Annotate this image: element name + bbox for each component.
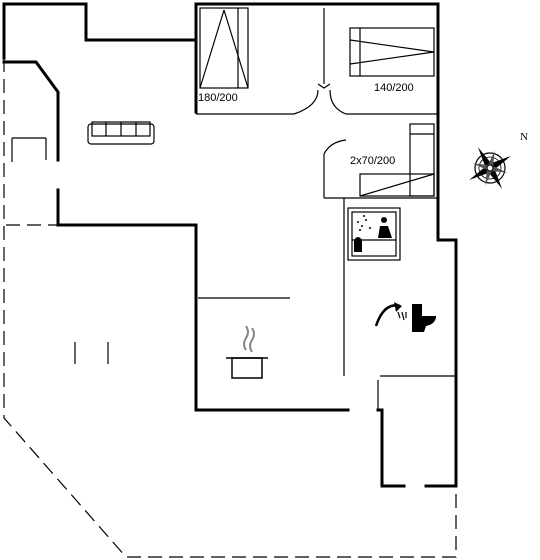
bed-label-180: 180/200 bbox=[198, 92, 238, 104]
door-swings bbox=[293, 83, 379, 410]
interior-walls bbox=[11, 2, 456, 377]
toilet-icon bbox=[412, 304, 436, 332]
bed-2x70: 2x70/200 bbox=[350, 123, 435, 197]
shower-icon bbox=[374, 302, 407, 327]
bed-140: 140/200 bbox=[349, 27, 435, 94]
bed-180: 180/200 bbox=[198, 7, 249, 104]
bed-label-140: 140/200 bbox=[374, 82, 414, 94]
compass-north-label: N bbox=[520, 131, 528, 143]
compass-rose-icon bbox=[469, 147, 511, 189]
sofa-icon bbox=[87, 121, 155, 145]
sauna-icon bbox=[347, 207, 401, 261]
terrace-outline bbox=[3, 58, 457, 558]
bed-label-2x70: 2x70/200 bbox=[350, 155, 395, 167]
cooking-pot-icon bbox=[226, 325, 268, 379]
